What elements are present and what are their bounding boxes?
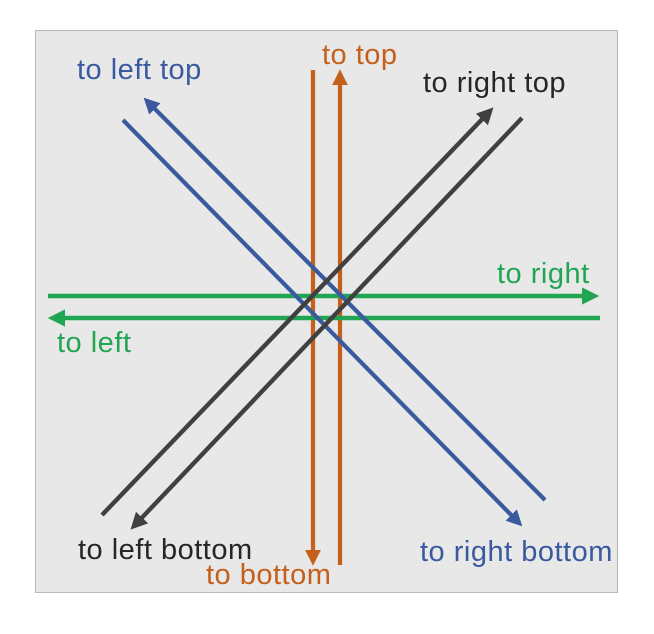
label-to-right: to right <box>497 258 590 290</box>
label-to-top: to top <box>322 39 398 71</box>
label-to-left-top: to left top <box>77 54 202 86</box>
label-to-left-bottom: to left bottom <box>78 534 253 566</box>
diagram-panel <box>35 30 618 593</box>
label-to-bottom: to bottom <box>206 559 332 591</box>
label-to-left: to left <box>57 327 132 359</box>
label-to-right-bottom: to right bottom <box>420 536 613 568</box>
label-to-right-top: to right top <box>423 67 567 99</box>
